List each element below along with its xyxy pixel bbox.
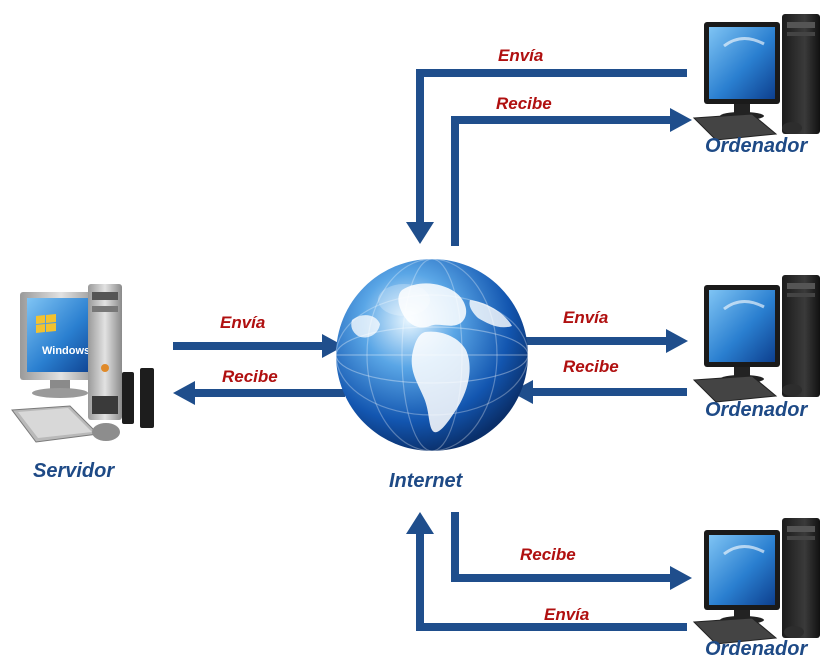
globe-icon (335, 258, 529, 452)
computer-icon-middle (692, 275, 820, 403)
label-server-receive: Recibe (222, 367, 278, 386)
arrow-server-receive (173, 381, 345, 405)
arrow-middle-send (513, 329, 688, 353)
label-internet: Internet (389, 470, 463, 492)
label-top-receive: Recibe (496, 94, 552, 113)
arrow-top-send (406, 69, 687, 244)
label-bottom-receive: Recibe (520, 545, 576, 564)
label-server: Servidor (33, 460, 115, 482)
arrow-top-receive (451, 108, 692, 246)
label-server-send: Envía (220, 313, 266, 332)
label-computer-bottom: Ordenador (705, 638, 808, 660)
label-middle-send: Envía (563, 308, 609, 327)
label-computer-middle: Ordenador (705, 399, 808, 421)
arrow-bottom-receive (451, 512, 692, 590)
arrow-bottom-send (406, 512, 687, 631)
label-middle-receive: Recibe (563, 357, 619, 376)
arrow-server-send (173, 334, 344, 358)
windows-brand-text: Windows (42, 345, 90, 357)
label-computer-top: Ordenador (705, 135, 808, 157)
label-bottom-send: Envía (544, 605, 590, 624)
server-computer-icon: Windows (11, 284, 154, 443)
arrow-middle-receive (511, 380, 687, 404)
computer-icon-bottom (692, 518, 820, 645)
label-top-send: Envía (498, 46, 544, 65)
computer-icon-top (692, 14, 820, 141)
